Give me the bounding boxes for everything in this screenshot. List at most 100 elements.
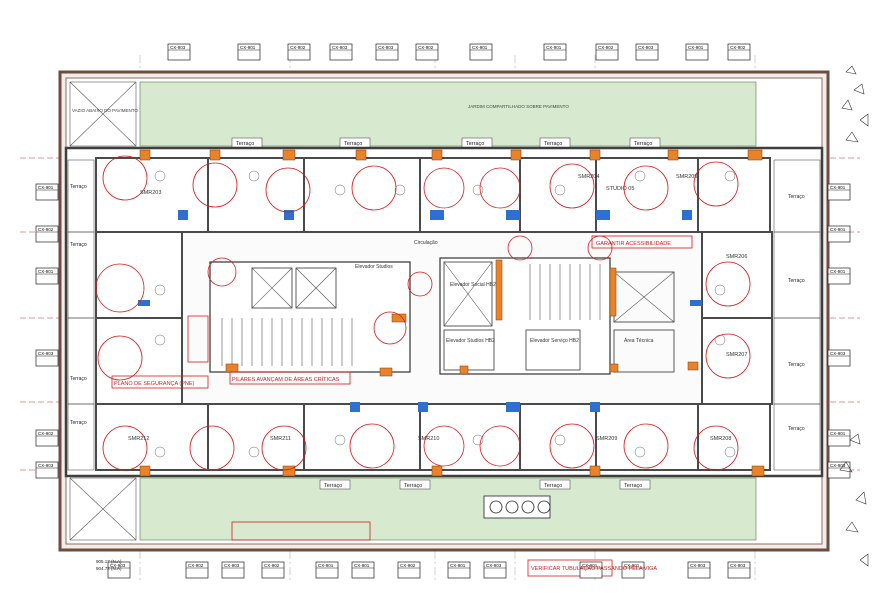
section-tag-label: CX-901 — [830, 185, 846, 190]
section-tag-box — [397, 561, 421, 579]
section-tag: CX-901 — [579, 561, 603, 579]
terrace-label: Terraço — [344, 141, 362, 147]
section-tag-label: CX-902 — [730, 45, 746, 50]
section-tag-box — [237, 43, 261, 61]
section-tag: CX-901 — [35, 183, 59, 201]
core-labels: Circulação Elevador Studios Elevador Soc… — [355, 240, 654, 344]
review-markups — [95, 155, 751, 471]
section-tag-label: CX-903 — [110, 563, 126, 568]
section-tag-box — [167, 43, 191, 61]
side-terraces — [67, 159, 821, 471]
windows — [138, 210, 702, 412]
section-tag: CX-901 — [447, 561, 471, 579]
terrace-label: Terraço — [788, 362, 805, 368]
section-tag-label: CX-902 — [38, 431, 54, 436]
terrace-side-labels: Terraço Terraço Terraço Terraço Terraço … — [70, 184, 805, 432]
unit-label: SMR205 — [676, 174, 697, 180]
section-tag: CX-901 — [35, 267, 59, 285]
section-tag-box — [35, 429, 59, 447]
section-tag: CX-903 — [827, 349, 851, 367]
unit-label: SMR203 — [140, 190, 161, 196]
level-marks: 905.17 (N.A) 904.72 (N.A) — [96, 559, 122, 571]
terrace-label: Terraço — [236, 141, 254, 147]
section-tag: CX-901 — [351, 561, 375, 579]
bottom-tag-row: CX-903 CX-902 CX-903 CX-902 CX-901 CX-901 CX-9… — [107, 561, 751, 579]
level-mark: 905.17 (N.A) — [96, 559, 122, 564]
section-tag: CX-902 — [287, 43, 311, 61]
section-tag-label: CX-903 — [690, 563, 706, 568]
section-tag: CX-901 — [543, 43, 567, 61]
section-tag-box — [315, 561, 339, 579]
section-tag-label: CX-903 — [378, 45, 394, 50]
section-tag-box — [579, 561, 603, 579]
terrace-label: Terraço — [788, 194, 805, 200]
garden-labels: JARDIM COMPARTILHADO SOBRE PAVIMENTO VAZ… — [72, 104, 569, 113]
terrace-label: Terraço — [634, 141, 652, 147]
section-tag-box — [827, 349, 851, 367]
section-tag-box — [827, 183, 851, 201]
section-tag-label: CX-902 — [38, 227, 54, 232]
terrace-label: Terraço — [624, 483, 642, 489]
section-tag-label: CX-902 — [188, 563, 204, 568]
section-tag-box — [35, 267, 59, 285]
section-tag: CX-901 — [315, 561, 339, 579]
section-tag: CX-901 — [621, 561, 645, 579]
garden-top — [139, 81, 757, 147]
equipment-group — [483, 495, 551, 519]
unit-labels: SMR204 SMR205 STUDIO 05 SMR203 SMR212 SM… — [128, 174, 747, 442]
section-tag: CX-902 — [35, 225, 59, 243]
red-notes: GARANTIR ACESSIBILIDADE PLANO DE SEGURAN… — [114, 241, 671, 572]
section-tag: CX-903 — [727, 561, 751, 579]
terrace-label: Terraço — [544, 483, 562, 489]
section-tag-label: CX-903 — [830, 463, 846, 468]
section-tag-box — [687, 561, 711, 579]
elevator-label: Elevador Social HB2 — [450, 282, 496, 288]
section-tag: CX-901 — [827, 429, 851, 447]
section-tag: CX-902 — [415, 43, 439, 61]
stair-core-right — [439, 257, 675, 375]
section-tag-box — [35, 461, 59, 479]
unit-label: SMR210 — [418, 436, 439, 442]
section-tag: CX-903 — [35, 461, 59, 479]
terrace-label: Terraço — [324, 483, 342, 489]
section-tag-label: CX-901 — [38, 185, 54, 190]
section-tag-box — [827, 461, 851, 479]
section-tag: CX-903 — [375, 43, 399, 61]
garden-bottom — [139, 477, 757, 541]
section-tag: CX-903 — [107, 561, 131, 579]
section-tag-box — [35, 225, 59, 243]
section-tag-label: CX-901 — [624, 563, 640, 568]
section-tag-label: CX-902 — [598, 45, 614, 50]
section-tag: CX-901 — [685, 43, 709, 61]
section-tag: CX-901 — [827, 225, 851, 243]
terrace-label: Terraço — [466, 141, 484, 147]
red-annotation-boxes — [111, 235, 693, 577]
section-tag-box — [415, 43, 439, 61]
terrace-top-labels: Terraço Terraço Terraço Terraço Terraço — [231, 137, 661, 148]
section-tag-box — [261, 561, 285, 579]
unit-label: SMR212 — [128, 436, 149, 442]
elevator-label: Elevador Studios — [355, 264, 393, 270]
structural-columns — [139, 149, 765, 477]
section-tag-label: CX-903 — [38, 351, 54, 356]
section-tag-box — [221, 561, 245, 579]
terrace-label: Terraço — [70, 242, 87, 248]
section-tag-label: CX-902 — [264, 563, 280, 568]
section-tag: CX-903 — [827, 461, 851, 479]
section-tag: CX-903 — [35, 349, 59, 367]
section-tag-box — [595, 43, 619, 61]
section-tag-box — [685, 43, 709, 61]
section-tag: CX-901 — [827, 183, 851, 201]
bottom-unit-row — [95, 403, 771, 471]
section-tag: CX-903 — [483, 561, 507, 579]
section-tag-box — [543, 43, 567, 61]
section-tag-label: CX-903 — [486, 563, 502, 568]
section-tag-box — [827, 267, 851, 285]
section-tag-label: CX-901 — [354, 563, 370, 568]
section-tag-box — [329, 43, 353, 61]
section-tag-label: CX-901 — [830, 227, 846, 232]
